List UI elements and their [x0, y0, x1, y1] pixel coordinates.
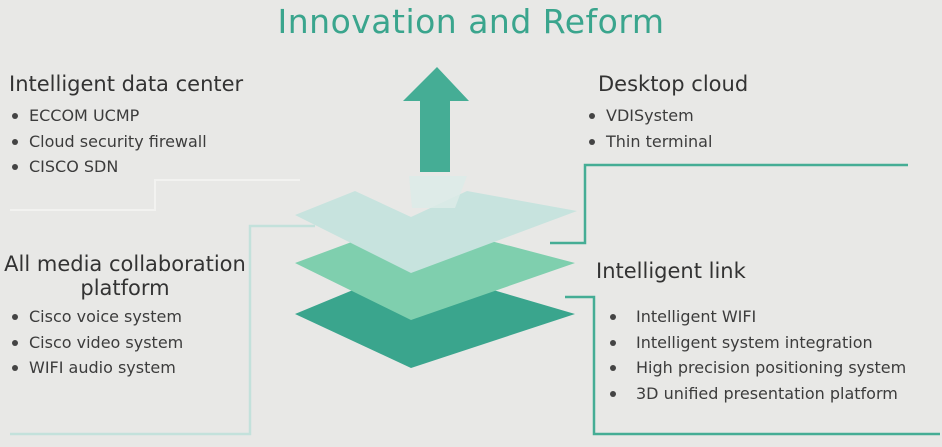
list-item: ECCOM UCMP — [9, 106, 207, 132]
layer-top — [295, 191, 577, 273]
list-media-collaboration: Cisco voice system Cisco video system WI… — [9, 307, 183, 384]
list-item: Intelligent system integration — [596, 333, 906, 359]
heading-media-collaboration: All media collaboration platform — [0, 252, 250, 300]
list-item: Cisco voice system — [9, 307, 183, 333]
connector-line-media-collab — [10, 224, 315, 436]
list-item: VDISystem — [586, 106, 712, 132]
list-item: 3D unified presentation platform — [596, 384, 906, 410]
list-item: High precision positioning system — [596, 358, 906, 384]
list-intelligent-link: Intelligent WIFI Intelligent system inte… — [596, 307, 906, 409]
list-item: Thin terminal — [586, 132, 712, 158]
connector-line-desktop-cloud — [550, 163, 908, 245]
list-item: Cisco video system — [9, 333, 183, 359]
list-intelligent-data-center: ECCOM UCMP Cloud security firewall CISCO… — [9, 106, 207, 183]
arrow-fade — [409, 176, 467, 208]
upward-arrow-icon — [403, 67, 469, 172]
heading-intelligent-link: Intelligent link — [596, 259, 746, 283]
list-desktop-cloud: VDISystem Thin terminal — [586, 106, 712, 157]
list-item: Cloud security firewall — [9, 132, 207, 158]
list-item: WIFI audio system — [9, 358, 183, 384]
connector-line-intelligent-link — [565, 295, 940, 436]
heading-line: platform — [80, 276, 170, 300]
page-title: Innovation and Reform — [277, 2, 665, 41]
heading-intelligent-data-center: Intelligent data center — [9, 72, 244, 96]
list-item: Intelligent WIFI — [596, 307, 906, 333]
connector-line-data-center — [10, 179, 300, 211]
heading-desktop-cloud: Desktop cloud — [598, 72, 749, 96]
list-item: CISCO SDN — [9, 157, 207, 183]
heading-line: All media collaboration — [4, 252, 246, 276]
